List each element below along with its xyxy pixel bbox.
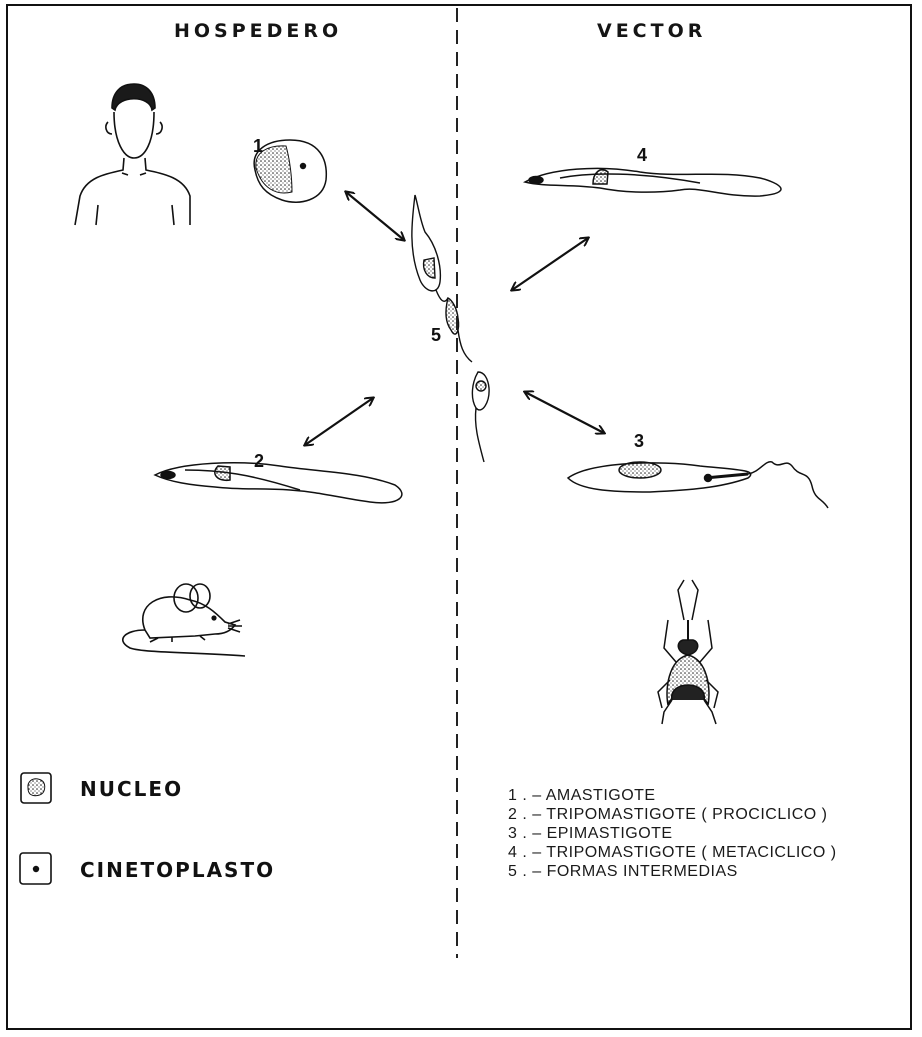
legend-kinetoplast-label: CINETOPLASTO xyxy=(80,858,275,882)
nucleus-symbol-icon xyxy=(21,773,51,803)
stage-item-1: 1 . – AMASTIGOTE xyxy=(508,786,837,805)
stage-legend: 1 . – AMASTIGOTE 2 . – TRIPOMASTIGOTE ( … xyxy=(508,786,837,881)
stage-item-3: 3 . – EPIMASTIGOTE xyxy=(508,824,837,843)
kinetoplast-symbol-icon xyxy=(20,853,51,884)
stage-item-5: 5 . – FORMAS INTERMEDIAS xyxy=(508,862,837,881)
stage-item-4: 4 . – TRIPOMASTIGOTE ( METACICLICO ) xyxy=(508,843,837,862)
stage-item-2: 2 . – TRIPOMASTIGOTE ( PROCICLICO ) xyxy=(508,805,837,824)
legend-nucleus-label: NUCLEO xyxy=(80,777,183,801)
